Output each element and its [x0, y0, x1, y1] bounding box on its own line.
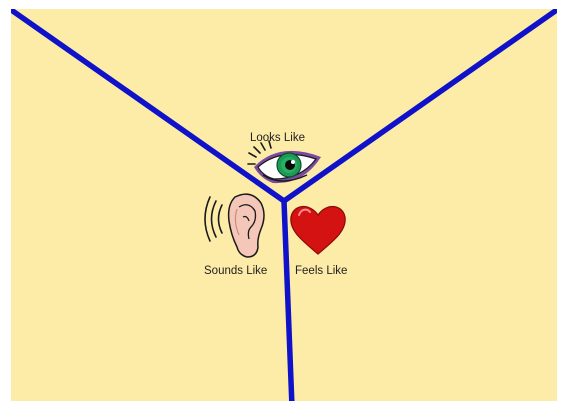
y-chart-canvas: Looks Like	[11, 9, 557, 401]
feels-like-label: Feels Like	[295, 265, 347, 277]
looks-like-label: Looks Like	[250, 132, 305, 144]
sounds-like-label: Sounds Like	[204, 265, 267, 277]
